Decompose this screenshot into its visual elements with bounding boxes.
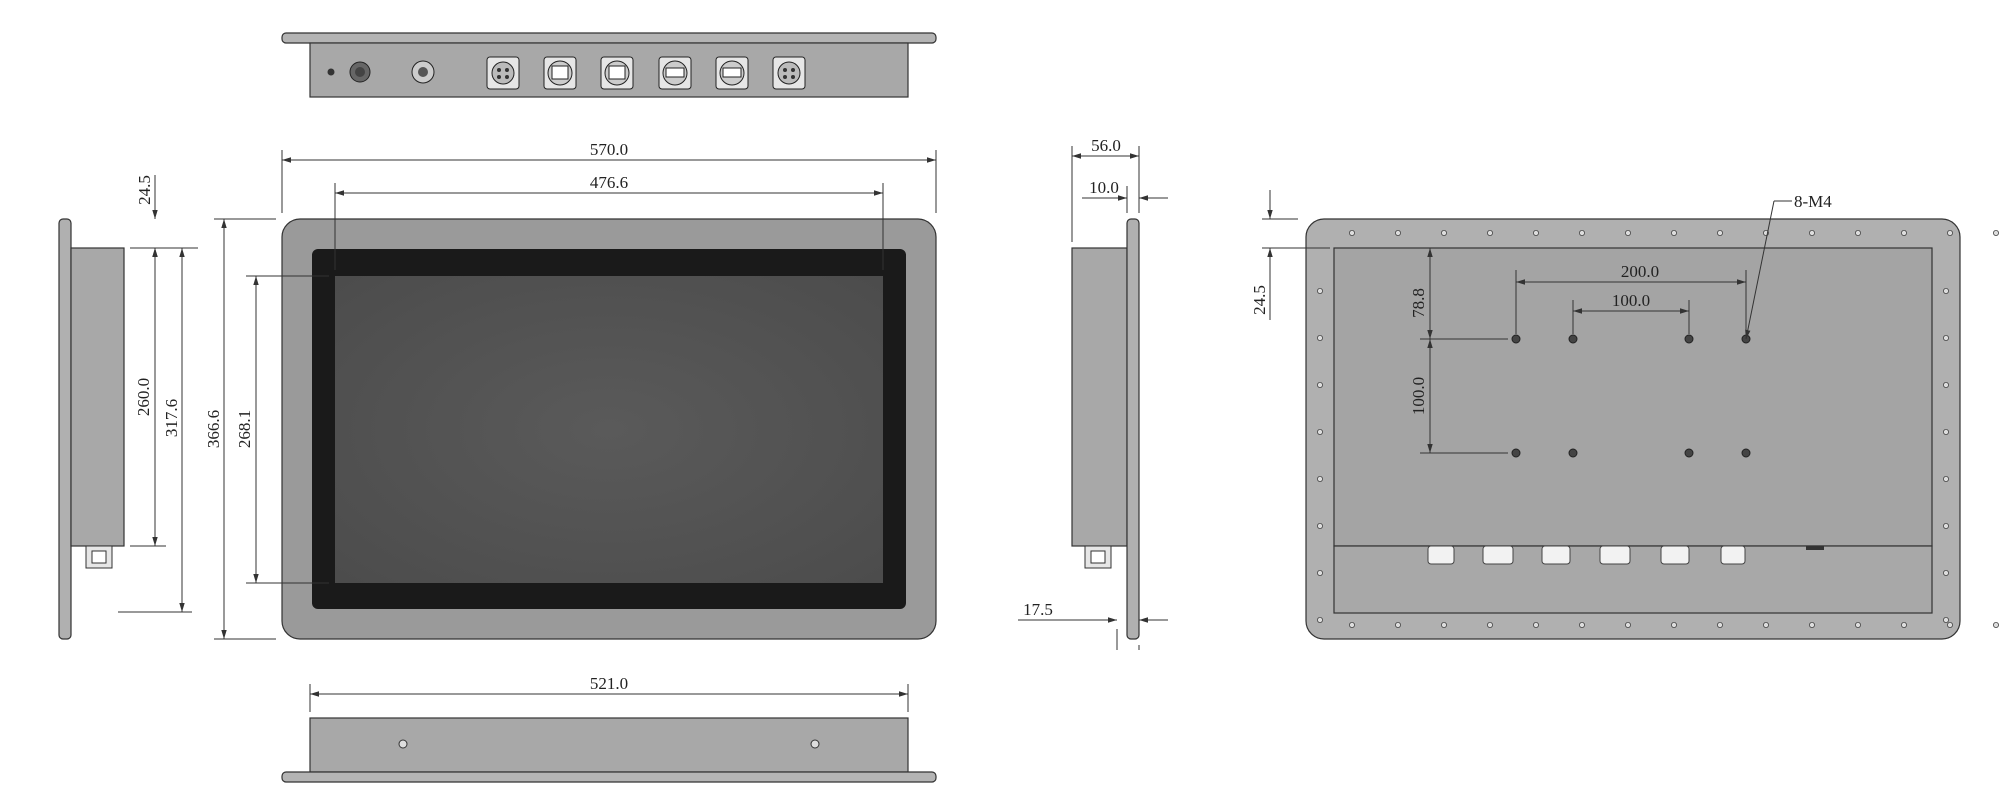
mounting-hole	[1741, 448, 1751, 458]
screw-hole	[1943, 570, 1950, 577]
screw-hole	[1947, 229, 1954, 236]
screw-hole	[1487, 229, 1494, 236]
screw-hole	[1947, 622, 1954, 629]
dim-overall-width: 570.0	[590, 140, 628, 159]
screw-hole	[1441, 622, 1448, 629]
dim-side-total-height: 317.6	[162, 399, 181, 437]
screw-hole	[1579, 622, 1586, 629]
screw-hole	[1855, 622, 1862, 629]
rear-view: 24.5 200.0 100.0 78.8 100.0 8-M4	[1250, 190, 2000, 640]
screw-hole	[1943, 287, 1950, 294]
right-side-view: 56.0 10.0 17.5	[1018, 136, 1168, 650]
dim-screen-height: 268.1	[235, 410, 254, 448]
rear-connector-strip	[1333, 545, 1933, 614]
screw-hole	[1625, 229, 1632, 236]
screw-hole	[1317, 523, 1324, 530]
dim-side-body-height: 260.0	[134, 378, 153, 416]
aviation-connector-icon	[772, 56, 806, 90]
screw-hole	[1943, 334, 1950, 341]
screw-hole	[1533, 229, 1540, 236]
screw-hole	[1625, 622, 1632, 629]
dim-depth: 56.0	[1091, 136, 1121, 155]
screw-hole	[1993, 622, 2000, 629]
led-indicator	[327, 68, 335, 76]
screw-hole	[1349, 622, 1356, 629]
dim-side-top-offset: 24.5	[135, 175, 154, 205]
screw-hole	[1855, 229, 1862, 236]
screw-hole	[1943, 617, 1950, 624]
screw-hole	[1943, 381, 1950, 388]
mounting-hole	[1568, 448, 1578, 458]
mounting-hole	[1568, 334, 1578, 344]
rear-indicator	[1806, 546, 1824, 550]
dim-bottom-offset: 17.5	[1023, 600, 1053, 619]
rear-connector	[1720, 545, 1746, 565]
screw-hole	[1717, 229, 1724, 236]
screw-hole	[1317, 428, 1324, 435]
rear-connector	[1541, 545, 1571, 565]
screw-hole	[1317, 617, 1324, 624]
screw-hole	[1317, 334, 1324, 341]
dc-jack-icon	[411, 60, 435, 84]
left-side-view: 24.5 260.0 317.6	[58, 175, 198, 640]
rear-connector	[1427, 545, 1455, 565]
screw-hole	[1993, 229, 2000, 236]
dim-overall-height: 366.6	[204, 410, 223, 448]
rear-connector-group	[1427, 545, 1824, 565]
bottom-view: 521.0	[281, 674, 937, 783]
rear-panel	[1333, 247, 1933, 547]
mounting-hole	[1684, 448, 1694, 458]
ethernet-port-icon	[543, 56, 577, 90]
mounting-hole-group	[1511, 334, 1751, 458]
screw-hole	[1317, 570, 1324, 577]
front-view: 570.0 476.6 366.6 268.1	[204, 140, 937, 640]
screw-hole	[1317, 381, 1324, 388]
screw-hole	[1441, 229, 1448, 236]
screw-hole	[1533, 622, 1540, 629]
rear-connector	[1482, 545, 1514, 565]
screw-hole	[1901, 229, 1908, 236]
dim-mount-spacing-outer: 200.0	[1621, 262, 1659, 281]
dim-mount-spacing-inner: 100.0	[1612, 291, 1650, 310]
usb-port-icon	[715, 56, 749, 90]
screw-hole	[1943, 475, 1950, 482]
screw-hole	[1809, 229, 1816, 236]
dim-bottom-width: 521.0	[590, 674, 628, 693]
screw-hole	[1717, 622, 1724, 629]
screw-hole	[1579, 229, 1586, 236]
power-button-icon	[349, 61, 371, 83]
screw-hole	[1809, 622, 1816, 629]
screw-hole	[1901, 622, 1908, 629]
screw-hole	[1317, 475, 1324, 482]
dim-mount-vertical-offset: 78.8	[1409, 288, 1428, 318]
screw-hole	[1671, 229, 1678, 236]
mounting-hole	[1511, 334, 1521, 344]
rear-connector	[1660, 545, 1690, 565]
screw-hole	[1943, 428, 1950, 435]
screw-hole	[1395, 622, 1402, 629]
usb-port-icon	[658, 56, 692, 90]
hole-callout-label: 8-M4	[1794, 192, 1832, 211]
rear-connector	[1599, 545, 1631, 565]
front-screen	[335, 276, 883, 583]
mounting-hole	[1684, 334, 1694, 344]
mounting-hole	[1511, 448, 1521, 458]
screw-hole	[1317, 287, 1324, 294]
dim-flange-thickness: 10.0	[1089, 178, 1119, 197]
dim-rear-top-offset: 24.5	[1250, 285, 1269, 315]
screw-hole	[1395, 229, 1402, 236]
screw-hole	[1763, 622, 1770, 629]
screw-hole	[1487, 622, 1494, 629]
dim-bezel-inner-width: 476.6	[590, 173, 628, 192]
aviation-connector-icon	[486, 56, 520, 90]
dim-mount-vertical-spacing: 100.0	[1409, 377, 1428, 415]
top-view	[281, 32, 937, 98]
screw-hole	[1943, 523, 1950, 530]
screw-hole	[1671, 622, 1678, 629]
screw-hole	[1349, 229, 1356, 236]
ethernet-port-icon	[600, 56, 634, 90]
